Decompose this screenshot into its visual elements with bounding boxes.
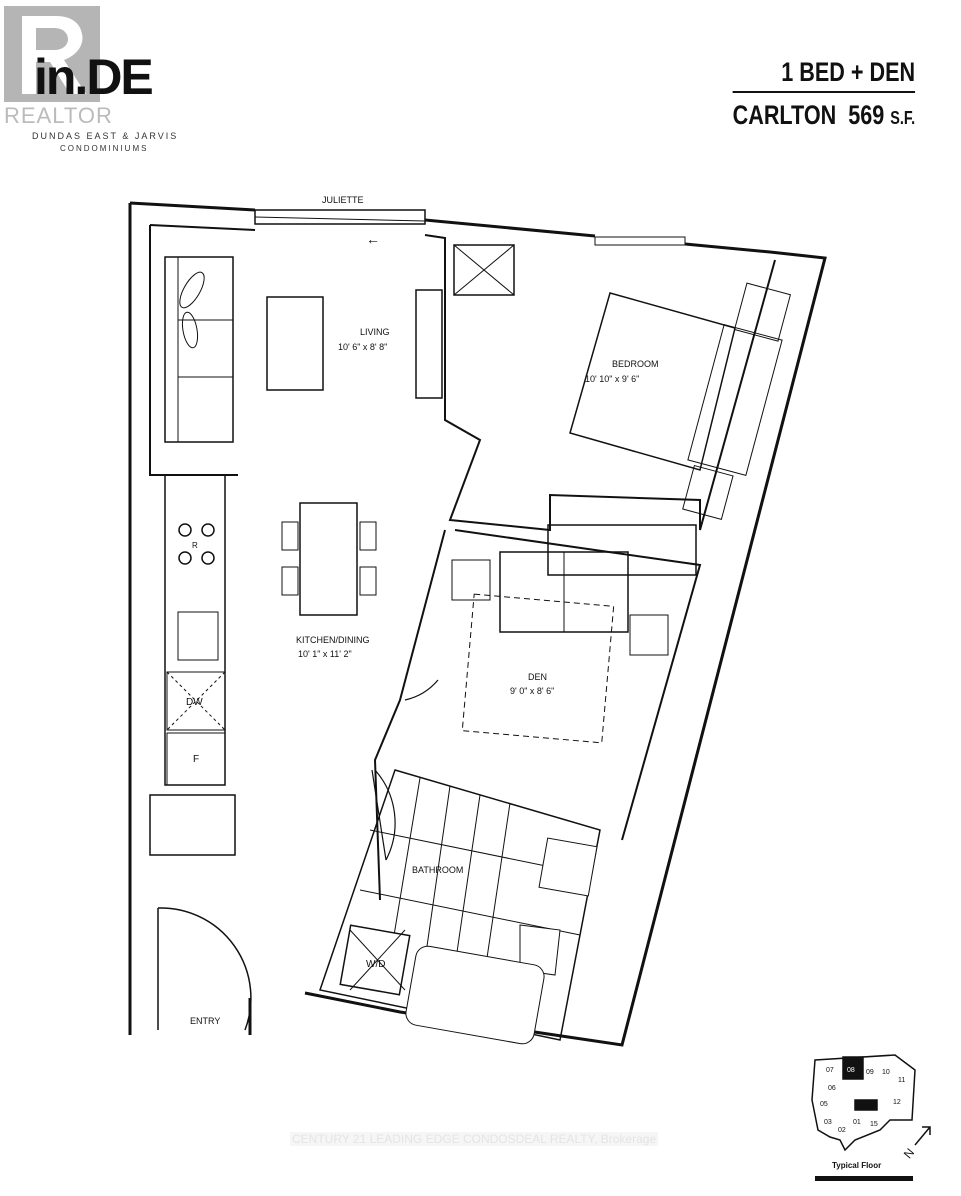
plan-line xyxy=(359,566,377,596)
scale-bar xyxy=(815,1176,913,1181)
plan-line: 10 xyxy=(882,1069,890,1076)
bedroom-closet xyxy=(547,524,697,576)
unit-type: 1 BED + DEN xyxy=(732,56,915,93)
plan-line xyxy=(359,521,377,551)
counter xyxy=(164,474,226,786)
closet-ac xyxy=(453,244,515,296)
logo-subtitle-2: CONDOMINIUMS xyxy=(60,144,149,153)
den-door xyxy=(404,679,439,701)
plan-line: 06 xyxy=(828,1085,836,1092)
side-table xyxy=(451,559,491,601)
bed xyxy=(569,292,736,471)
kitchen-label: KITCHEN/DINING xyxy=(296,635,370,645)
dishwasher xyxy=(166,671,226,731)
plan-line: 12 xyxy=(893,1099,901,1106)
kitchen-dims: 10' 1" x 11' 2" xyxy=(298,649,352,659)
entry-door xyxy=(157,907,252,1031)
north-label: N xyxy=(901,1146,917,1162)
washer-dryer-label: W/D xyxy=(366,959,385,970)
model-name: CARLTON xyxy=(732,100,837,130)
realtor-watermark: REALTOR xyxy=(4,103,113,128)
sink xyxy=(177,611,219,661)
bathroom-label: BATHROOM xyxy=(412,865,463,875)
bedroom-label: BEDROOM xyxy=(612,359,659,369)
direction-arrow: ← xyxy=(366,231,380,247)
plan-line xyxy=(349,929,406,991)
range-label: R xyxy=(192,541,198,550)
living-label: LIVING xyxy=(360,327,390,337)
coffee-table xyxy=(266,296,324,391)
interior-wall xyxy=(149,224,776,532)
plan-line xyxy=(201,551,215,565)
plan-line xyxy=(22,16,86,94)
plan-line xyxy=(178,551,192,565)
exterior-wall xyxy=(128,201,827,1047)
toilet xyxy=(519,924,561,976)
bedroom-dims: 10' 10" x 9' 6" xyxy=(585,374,639,384)
den-label: DEN xyxy=(528,672,547,682)
nightstand xyxy=(733,282,792,342)
entry-closet xyxy=(149,794,236,856)
plan-line: 05 xyxy=(820,1101,828,1108)
plan-line: 15 xyxy=(870,1121,878,1128)
fridge-label: F xyxy=(193,754,199,765)
bath-door xyxy=(371,769,396,861)
key-plan-labels: 07 08 09 10 11 06 05 12 03 02 01 15 xyxy=(820,1067,905,1134)
plan-line xyxy=(178,523,192,537)
area-value: 569 xyxy=(848,100,885,130)
plan-line: 03 xyxy=(824,1119,832,1126)
tv-unit xyxy=(415,289,443,399)
cushion xyxy=(181,311,199,349)
cushion xyxy=(179,271,205,309)
den-dims: 9' 0" x 8' 6" xyxy=(510,686,554,696)
unit-08-highlight xyxy=(842,1056,864,1080)
key-plan-caption: Typical Floor xyxy=(832,1161,881,1170)
range xyxy=(178,523,215,565)
juliette-label: JULIETTE xyxy=(322,195,364,205)
dresser xyxy=(687,324,783,476)
logo-subtitle: DUNDAS EAST & JARVIS xyxy=(32,131,179,141)
plan-line: 11 xyxy=(898,1077,905,1084)
dishwasher-label: DW xyxy=(186,697,203,708)
entry-label: ENTRY xyxy=(190,1016,220,1026)
window xyxy=(594,236,686,246)
nightstand xyxy=(682,464,734,521)
brand-logo-text: in.DE xyxy=(34,49,154,105)
den-walls xyxy=(373,529,702,901)
plan-line xyxy=(254,216,426,222)
plan-line xyxy=(453,244,515,296)
north-arrow-icon xyxy=(914,1126,931,1146)
plan-line xyxy=(201,523,215,537)
plan-line xyxy=(166,671,226,731)
plan-line: 07 xyxy=(826,1067,834,1074)
plan-line: 09 xyxy=(866,1069,874,1076)
side-table xyxy=(629,614,669,656)
washer-dryer xyxy=(339,924,411,996)
living-dims: 10' 6" x 8' 8" xyxy=(338,342,387,352)
plan-line: 08 xyxy=(847,1067,855,1074)
unit-model-area: CARLTON 569 S.F. xyxy=(733,99,915,134)
sofa xyxy=(164,256,234,443)
area-unit: S.F. xyxy=(890,108,915,128)
brokerage-watermark: CENTURY 21 LEADING EDGE CONDOSDEAL REALT… xyxy=(290,1132,659,1146)
vanity-sink xyxy=(538,837,598,897)
rug xyxy=(461,593,615,744)
plan-line xyxy=(281,566,299,596)
plan-line xyxy=(854,1099,878,1111)
bathtub xyxy=(405,945,545,1045)
unit-title: 1 BED + DEN CARLTON 569 S.F. xyxy=(687,56,915,134)
juliette-balcony xyxy=(254,209,426,225)
plan-line xyxy=(281,521,299,551)
fridge xyxy=(166,732,226,786)
bathroom-tile xyxy=(319,769,601,1041)
plan-line: 01 xyxy=(853,1119,861,1126)
dining-chairs xyxy=(281,521,377,596)
realtor-logo xyxy=(4,6,100,102)
key-plan xyxy=(811,1054,916,1152)
dining-table xyxy=(299,502,358,616)
plan-line: 02 xyxy=(838,1127,846,1134)
